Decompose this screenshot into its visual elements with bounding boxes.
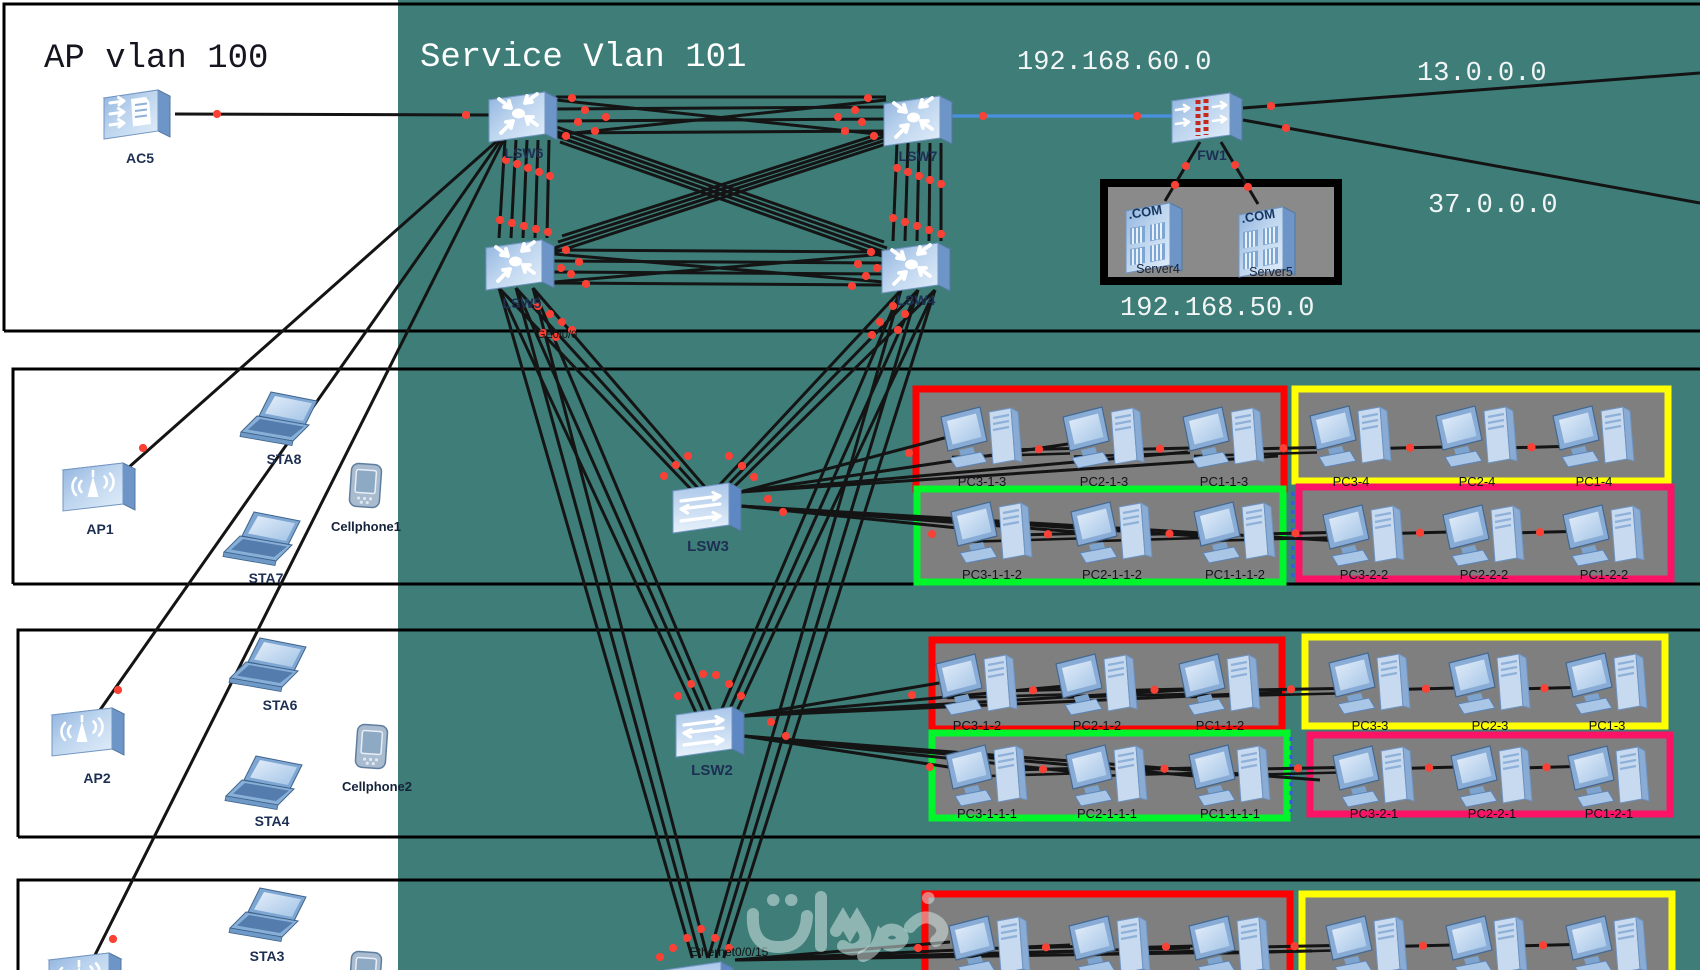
svg-text:Server5: Server5 (1249, 265, 1293, 279)
svg-text:Ethernet0/0/15: Ethernet0/0/15 (690, 945, 769, 959)
svg-text:FW1: FW1 (1197, 147, 1227, 163)
svg-text:AP1: AP1 (86, 521, 113, 537)
svg-text:PC3-1-2: PC3-1-2 (953, 718, 1001, 733)
svg-text:LSW3: LSW3 (687, 538, 729, 555)
svg-text:192.168.60.0: 192.168.60.0 (1017, 48, 1211, 78)
svg-text:PC1-2-2: PC1-2-2 (1580, 567, 1628, 582)
svg-text:AP2: AP2 (83, 770, 110, 786)
svg-text:PC2-4: PC2-4 (1459, 474, 1496, 489)
svg-text:PC3-4: PC3-4 (1333, 474, 1370, 489)
svg-text:PC3-3: PC3-3 (1352, 718, 1389, 733)
svg-text:PC1-1-3: PC1-1-3 (1200, 474, 1248, 489)
svg-text:PC3-1-3: PC3-1-3 (958, 474, 1006, 489)
svg-text:37.0.0.0: 37.0.0.0 (1428, 191, 1558, 221)
svg-text:STA8: STA8 (267, 451, 302, 467)
svg-text:AP vlan 100: AP vlan 100 (44, 40, 268, 78)
svg-text:Service Vlan 101: Service Vlan 101 (420, 39, 746, 77)
svg-text:LSW4: LSW4 (897, 292, 936, 308)
svg-text:PC2-1-3: PC2-1-3 (1080, 474, 1128, 489)
svg-text:STA6: STA6 (263, 697, 298, 713)
svg-text:PC1-2-1: PC1-2-1 (1585, 806, 1633, 821)
svg-text:STA7: STA7 (249, 570, 284, 586)
svg-text:GE0/0/0: GE0/0/0 (537, 329, 577, 341)
svg-text:PC3-2-1: PC3-2-1 (1350, 806, 1398, 821)
svg-text:LSW6: LSW6 (505, 145, 544, 161)
svg-text:STA4: STA4 (255, 813, 290, 829)
svg-text:Cellphone1: Cellphone1 (331, 519, 401, 534)
svg-text:Server4: Server4 (1136, 262, 1180, 276)
svg-text:PC2-3: PC2-3 (1472, 718, 1509, 733)
svg-text:PC3-1-1-2: PC3-1-1-2 (962, 567, 1022, 582)
svg-text:PC2-1-1-1: PC2-1-1-1 (1077, 806, 1137, 821)
svg-text:192.168.50.0: 192.168.50.0 (1120, 294, 1314, 324)
svg-text:LSW5: LSW5 (503, 295, 542, 311)
svg-text:PC3-2-2: PC3-2-2 (1340, 567, 1388, 582)
svg-text:AC5: AC5 (126, 150, 154, 166)
svg-text:PC2-2-1: PC2-2-1 (1468, 806, 1516, 821)
svg-text:PC1-3: PC1-3 (1589, 718, 1626, 733)
svg-text:13.0.0.0: 13.0.0.0 (1417, 59, 1547, 89)
svg-text:PC1-1-2: PC1-1-2 (1196, 718, 1244, 733)
svg-text:Cellphone2: Cellphone2 (342, 779, 412, 794)
svg-text:LSW7: LSW7 (899, 148, 938, 164)
svg-text:PC2-1-2: PC2-1-2 (1073, 718, 1121, 733)
svg-text:PC1-1-1-2: PC1-1-1-2 (1205, 567, 1265, 582)
svg-text:PC2-2-2: PC2-2-2 (1460, 567, 1508, 582)
svg-text:PC2-1-1-2: PC2-1-1-2 (1082, 567, 1142, 582)
svg-text:PC1-1-1-1: PC1-1-1-1 (1200, 806, 1260, 821)
svg-text:LSW2: LSW2 (691, 762, 733, 779)
svg-text:STA3: STA3 (250, 948, 285, 964)
svg-text:PC1-4: PC1-4 (1576, 474, 1613, 489)
svg-text:PC3-1-1-1: PC3-1-1-1 (957, 806, 1017, 821)
